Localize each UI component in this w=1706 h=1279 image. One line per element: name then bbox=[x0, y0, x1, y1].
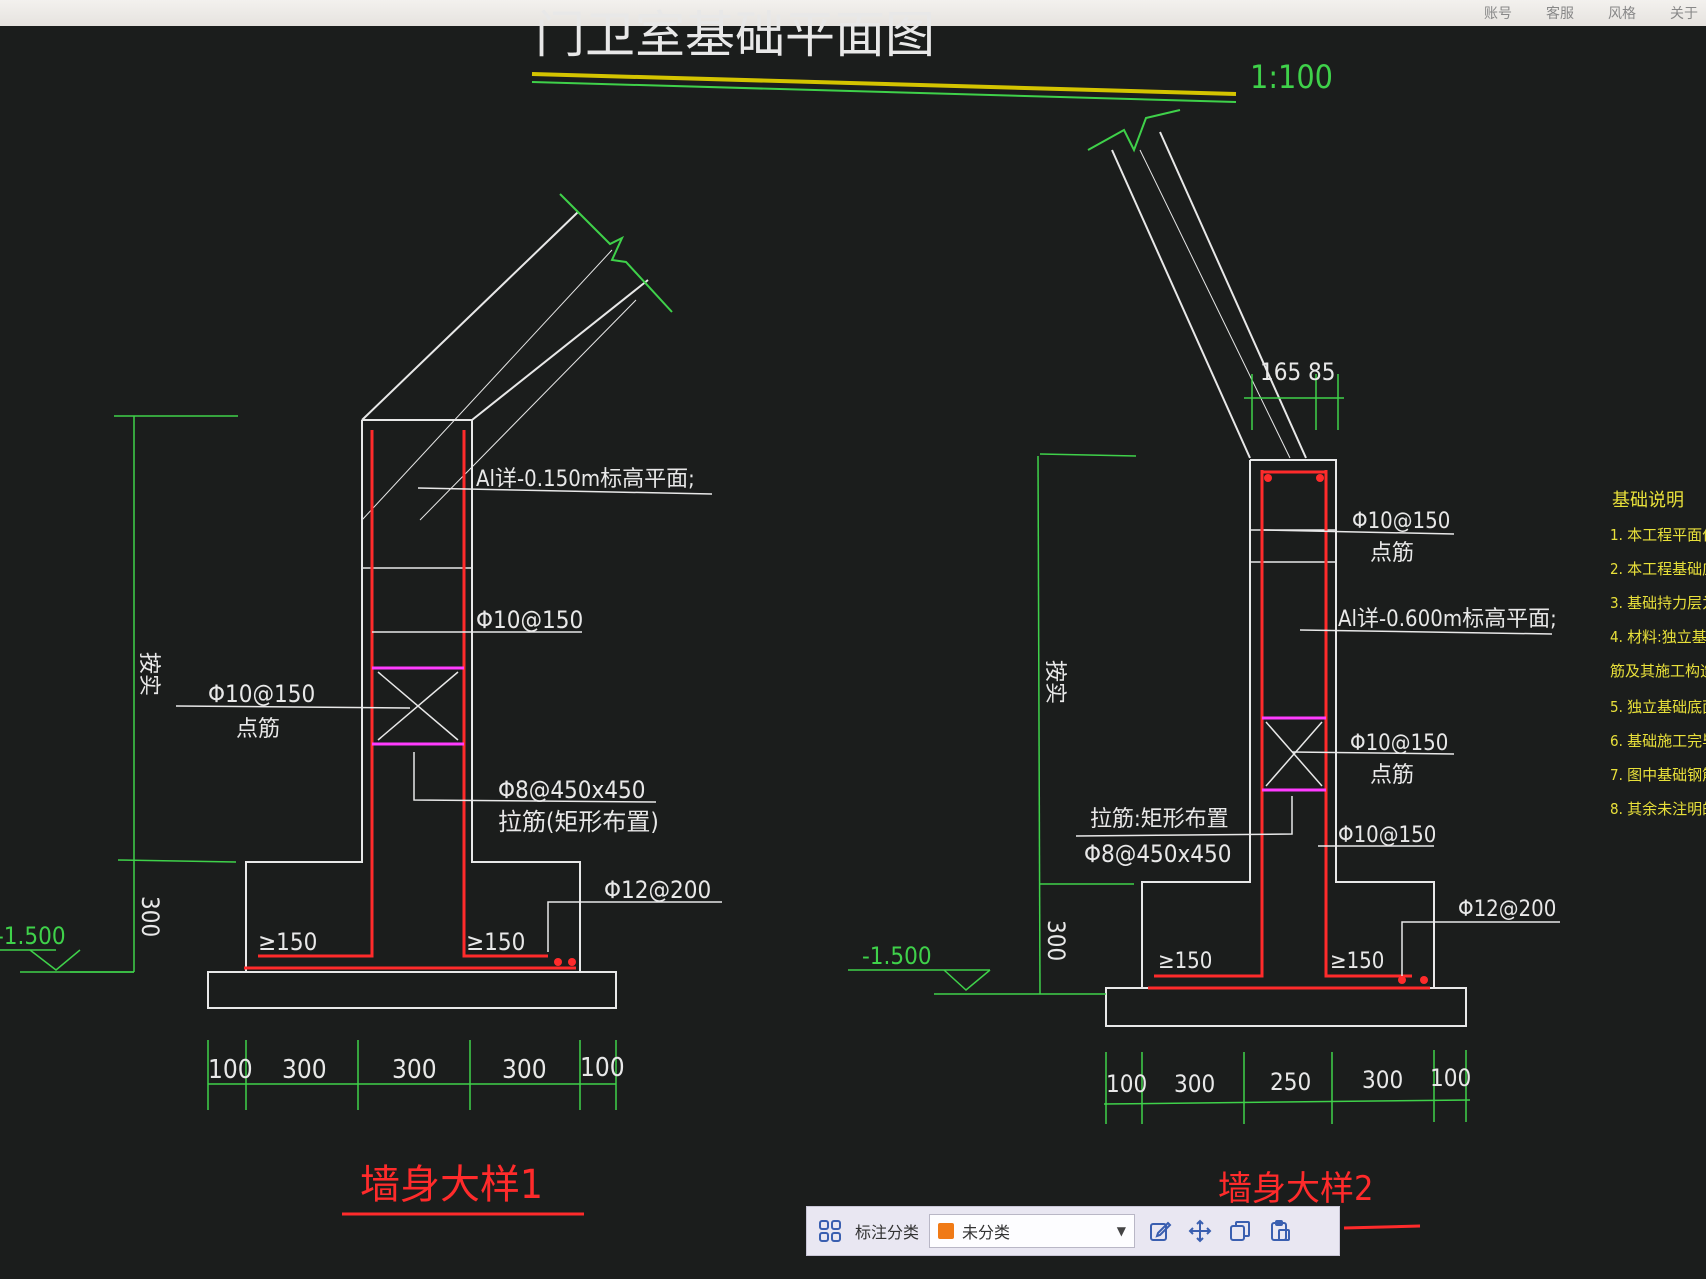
footing-pad-2 bbox=[1105, 987, 1467, 1027]
detail1-hook-right: ≥150 bbox=[466, 928, 525, 956]
detail1-bar-left-sub: 点筋 bbox=[236, 717, 280, 742]
detail2-level: -1.500 bbox=[862, 942, 932, 970]
move-icon[interactable] bbox=[1185, 1216, 1215, 1246]
notes-item-5: 筋及其施工构造 bbox=[1610, 662, 1706, 680]
notes-item-4: 4. 材料:独立基础混凝 bbox=[1610, 628, 1706, 646]
detail2-tie-sub: 拉筋:矩形布置 bbox=[1090, 807, 1229, 832]
detail2-caption-underline bbox=[1343, 1224, 1421, 1230]
detail2-hook-right: ≥150 bbox=[1330, 949, 1384, 974]
annotation-category-label: 标注分类 bbox=[855, 1223, 920, 1242]
detail2-top-dim-1: 165 bbox=[1260, 358, 1301, 386]
break-line-1 bbox=[559, 193, 673, 313]
notes-item-2: 2. 本工程基础应严格按 bbox=[1610, 560, 1706, 578]
notes-item-3: 3. 基础持力层为粉质黏 bbox=[1610, 594, 1706, 612]
edit-icon[interactable] bbox=[1145, 1216, 1175, 1246]
menu-item-account[interactable]: 账号 bbox=[1484, 6, 1512, 22]
detail1-tie: Φ8@450x450 bbox=[498, 776, 646, 804]
notes-item-7: 6. 基础施工完毕后应 bbox=[1610, 732, 1706, 750]
detail2-bar-top: Φ10@150 bbox=[1352, 509, 1450, 534]
detail1-bottom-bar: Φ12@200 bbox=[604, 876, 711, 904]
detail1-dim-4: 300 bbox=[502, 1055, 547, 1085]
detail2-bar-mid: Φ10@150 bbox=[1350, 731, 1448, 756]
detail2-note-top: Al详-0.600m标高平面; bbox=[1338, 607, 1557, 632]
detail2-caption: 墙身大样2 bbox=[1218, 1169, 1373, 1209]
chevron-down-icon: ▼ bbox=[1116, 1224, 1127, 1238]
detail2-dim-4: 300 bbox=[1362, 1066, 1403, 1094]
copy-icon[interactable] bbox=[1225, 1216, 1255, 1246]
detail2-height-label: 按实 bbox=[1042, 660, 1067, 704]
detail1-footing-height: 300 bbox=[136, 896, 164, 937]
drawing-scale: 1:100 bbox=[1250, 58, 1333, 96]
category-color-swatch bbox=[938, 1223, 955, 1239]
detail1-dim-1: 100 bbox=[208, 1055, 253, 1085]
notes-item-8: 7. 图中基础钢筋保护 bbox=[1610, 766, 1706, 784]
detail2-top-dim-2: 85 bbox=[1308, 358, 1335, 386]
detail2-hook-left: ≥150 bbox=[1158, 949, 1212, 974]
foundation-notes: 基础说明 1. 本工程平面位置见总 2. 本工程基础应严格按 3. 基础持力层为… bbox=[1610, 490, 1706, 818]
detail1-dim-5: 100 bbox=[580, 1053, 625, 1083]
break-line-2 bbox=[1087, 109, 1181, 153]
menu-item-style[interactable]: 风格 bbox=[1608, 6, 1636, 22]
wall-detail-2: 165 85 按实 300 -1.500 Φ10@150 点筋 Al详-0.60… bbox=[848, 109, 1560, 1230]
notes-item-6: 5. 独立基础底面与砖10 bbox=[1610, 698, 1706, 716]
detail1-hook-left: ≥150 bbox=[258, 928, 317, 956]
detail2-bar-top-sub: 点筋 bbox=[1370, 541, 1414, 566]
detail1-dim-3: 300 bbox=[392, 1055, 437, 1085]
notes-item-1: 1. 本工程平面位置见总 bbox=[1610, 526, 1706, 544]
detail2-dim-1: 100 bbox=[1106, 1070, 1147, 1098]
detail1-height-label: 按实 bbox=[136, 652, 161, 696]
detail2-dim-2: 300 bbox=[1174, 1070, 1215, 1098]
detail1-bar-right: Φ10@150 bbox=[476, 606, 583, 634]
top-menu: 账号 客服 风格 关于 bbox=[1484, 0, 1706, 26]
title-underline bbox=[531, 72, 1237, 96]
notes-item-9: 8. 其余未注明的均安 bbox=[1610, 800, 1706, 818]
wall-detail-1: 按实 300 -1.500 Al详-0.150m标高平面; Φ10@150 Φ1… bbox=[0, 193, 722, 1216]
detail2-dim-3: 250 bbox=[1270, 1068, 1311, 1096]
category-select-value: 未分类 bbox=[962, 1223, 1011, 1242]
detail1-bar-left: Φ10@150 bbox=[208, 680, 315, 708]
paste-icon[interactable] bbox=[1265, 1216, 1295, 1246]
notes-title: 基础说明 bbox=[1612, 490, 1684, 511]
drawing-title: 门卫室基础平面图 bbox=[535, 6, 935, 64]
detail2-bar-mid-sub: 点筋 bbox=[1370, 763, 1414, 788]
menu-item-about[interactable]: 关于 bbox=[1670, 6, 1698, 22]
detail1-tie-sub: 拉筋(矩形布置) bbox=[498, 808, 659, 836]
detail2-dim-5: 100 bbox=[1430, 1064, 1471, 1092]
detail1-level: -1.500 bbox=[0, 922, 66, 950]
detail1-dim-2: 300 bbox=[282, 1055, 327, 1085]
top-menu-bar: 账号 客服 风格 关于 bbox=[0, 0, 1706, 26]
title-underline-thin bbox=[531, 81, 1237, 103]
annotation-category-select[interactable]: 未分类 ▼ bbox=[929, 1214, 1136, 1248]
detail1-caption: 墙身大样1 bbox=[360, 1162, 543, 1208]
detail2-tie: Φ8@450x450 bbox=[1084, 840, 1232, 868]
footing-pad-1 bbox=[207, 971, 617, 1009]
detail2-bar-low: Φ10@150 bbox=[1338, 823, 1436, 848]
detail2-footing-height: 300 bbox=[1042, 920, 1070, 961]
annotation-toolbar: 标注分类 未分类 ▼ bbox=[806, 1206, 1340, 1256]
menu-item-service[interactable]: 客服 bbox=[1546, 6, 1574, 22]
detail1-note-top: Al详-0.150m标高平面; bbox=[476, 467, 695, 492]
detail2-bottom-bar: Φ12@200 bbox=[1458, 897, 1556, 922]
grid-menu-icon[interactable] bbox=[815, 1216, 845, 1246]
